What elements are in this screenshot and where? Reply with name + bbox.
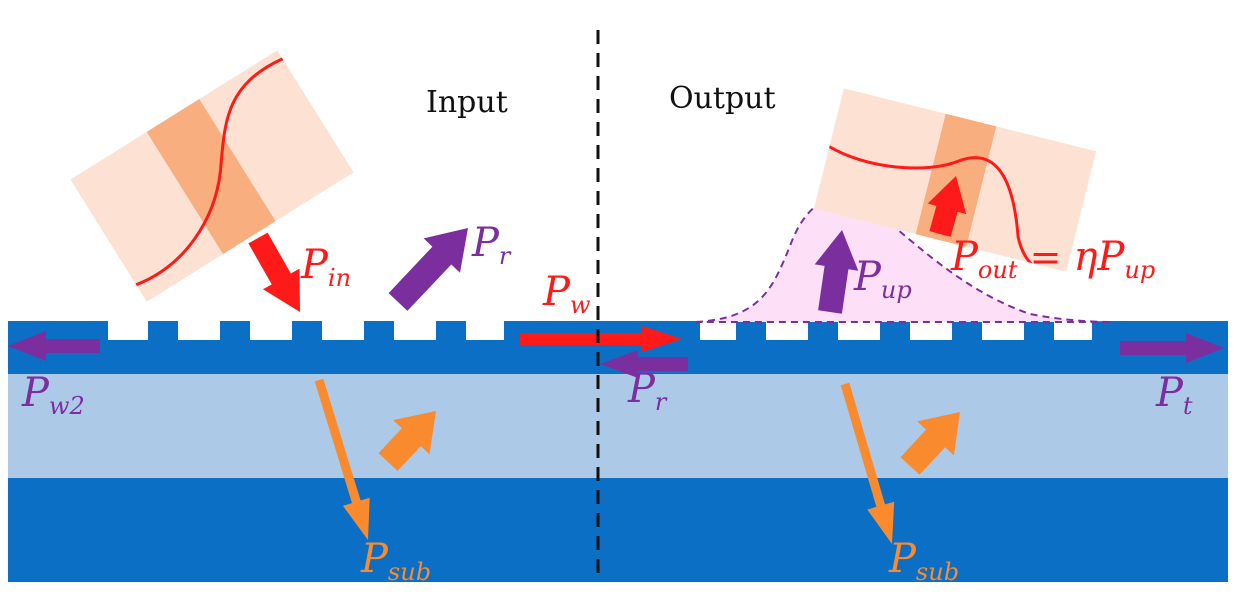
cladding-layer (8, 374, 1228, 478)
arrow-sub-left-up (378, 411, 436, 471)
label-p-in: Pin (300, 242, 351, 292)
arrow-p-in (248, 232, 300, 312)
arrow-p-w2 (8, 331, 100, 361)
label-p-r-top: Pr (471, 220, 512, 270)
input-beam (70, 50, 354, 302)
label-p-up: Pup (853, 254, 912, 304)
substrate-layer (8, 478, 1228, 582)
waveguide-ridge (1092, 321, 1228, 341)
grating-tooth (880, 321, 910, 341)
arrow-sub-right-down (840, 382, 895, 544)
input-beam-core (146, 99, 276, 255)
label-p-sub-left: Psub (360, 536, 431, 586)
grating-tooth (364, 321, 394, 341)
label-p-out-equation: Pout = ηPup (950, 234, 1155, 284)
label-p-w2: Pw2 (21, 370, 85, 420)
grating-tooth (292, 321, 322, 341)
input-wave (135, 57, 284, 287)
output-heading: Output (669, 81, 776, 116)
arrow-p-r-bottom (600, 350, 688, 378)
arrow-p-up (814, 230, 859, 314)
grating-tooth (436, 321, 466, 341)
arrow-p-w (520, 326, 682, 352)
arrow-p-r-top (388, 228, 468, 311)
arrow-sub-right-up (900, 412, 960, 475)
input-heading: Input (426, 85, 508, 120)
waveguide-ridge (8, 321, 108, 341)
label-p-w: Pw (542, 269, 591, 319)
label-p-r-bottom: Pr (627, 366, 668, 416)
arrow-p-out (927, 176, 967, 237)
arrow-p-t (1120, 333, 1224, 363)
grating-tooth (808, 321, 838, 341)
grating-tooth (1024, 321, 1054, 341)
label-p-sub-right: Psub (888, 536, 959, 586)
grating-tooth (220, 321, 250, 341)
grating-right (736, 321, 1228, 341)
grating-tooth (736, 321, 766, 341)
grating-tooth (148, 321, 178, 341)
grating-tooth (952, 321, 982, 341)
arrow-sub-left-down (314, 378, 370, 540)
label-p-t: Pt (1155, 370, 1193, 420)
